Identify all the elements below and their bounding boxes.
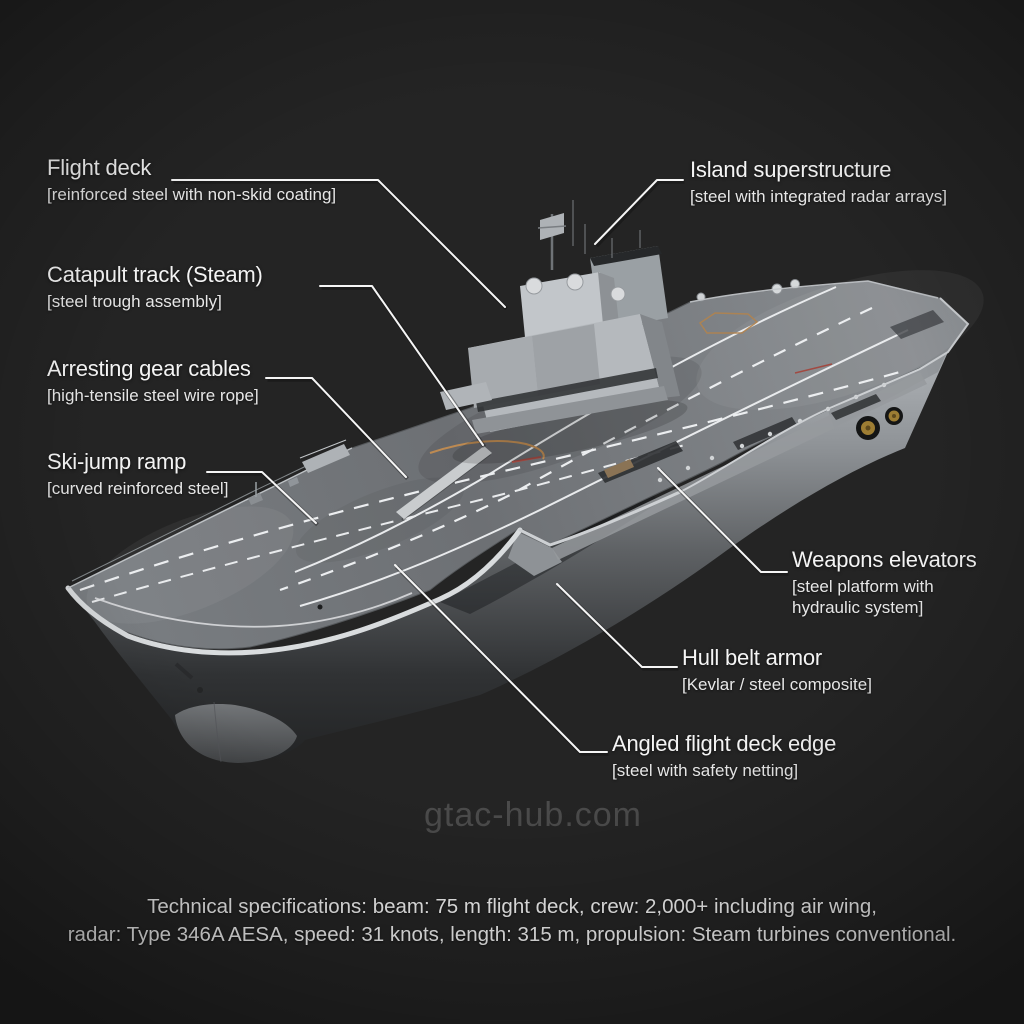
callout-ski-jump: Ski-jump ramp [curved reinforced steel] — [47, 449, 387, 499]
technical-specifications: Technical specifications: beam: 75 m fli… — [0, 893, 1024, 949]
bulbous-bow — [175, 704, 297, 763]
radome — [566, 273, 584, 291]
callout-flight-deck-subtitle: [reinforced steel with non-skid coating] — [47, 184, 337, 204]
callout-hull-belt-armor-subtitle: [Kevlar / steel composite] — [682, 674, 872, 694]
callout-angled-deck-edge: Angled flight deck edge [steel with safe… — [612, 731, 932, 781]
bulb-seam — [213, 701, 222, 763]
callout-weapons-elevators: Weapons elevators [steel platform with h… — [792, 547, 977, 618]
deck-highlight-stern — [696, 270, 984, 410]
callout-island-subtitle: [steel with integrated radar arrays] — [690, 186, 948, 206]
edge-crane — [248, 493, 263, 505]
callout-arresting-gear: Arresting gear cables [high-tensile stee… — [47, 356, 387, 406]
gallery-walkway — [552, 372, 927, 560]
radome — [610, 286, 626, 302]
deck-edge-equipment — [317, 279, 944, 610]
anchor-recess — [174, 662, 194, 680]
ramp-sponson — [302, 444, 350, 473]
callout-arresting-gear-subtitle: [high-tensile steel wire rope] — [47, 385, 259, 405]
hull-side — [68, 352, 948, 763]
callout-angled-deck-edge-title: Angled flight deck edge — [612, 731, 837, 756]
red-deck-mark — [511, 456, 542, 463]
landing-strip-near-line — [299, 329, 909, 607]
callout-hull-belt-armor: Hull belt armor [Kevlar / steel composit… — [682, 645, 982, 695]
weapons-elevator-strip — [733, 417, 797, 450]
leader-catapult-track — [319, 285, 484, 446]
funnel-intake-grid — [590, 246, 662, 266]
callout-ski-jump-subtitle: [curved reinforced steel] — [47, 478, 229, 498]
mast-crossbar — [537, 225, 567, 229]
deck-highlight-ramp — [86, 506, 294, 624]
callout-arresting-gear-title: Arresting gear cables — [47, 356, 251, 381]
watermark: gtac-hub.com — [424, 796, 642, 834]
landing-strip-far-line — [294, 286, 837, 573]
callout-catapult-track-title: Catapult track (Steam) — [47, 262, 263, 287]
radar-face — [532, 324, 600, 396]
deck-tractor — [317, 604, 323, 610]
callout-catapult-track: Catapult track (Steam) [steel trough ass… — [47, 262, 387, 312]
ridge-top — [396, 446, 492, 519]
specs-line-2: radar: Type 346A AESA, speed: 31 knots, … — [67, 923, 957, 946]
callout-flight-deck: Flight deck [reinforced steel with non-s… — [47, 155, 387, 205]
angled-corner-edge — [518, 490, 682, 547]
boat-deck-sponson — [508, 532, 562, 576]
axial-dashed-line — [91, 444, 686, 603]
callout-ski-jump-title: Ski-jump ramp — [47, 449, 187, 474]
ramp-sponson-rail — [299, 439, 347, 459]
mushroom-dome — [790, 279, 800, 289]
aft-deck-edge — [679, 297, 970, 493]
stern-deck-cut — [890, 310, 944, 339]
pallet-patch — [604, 459, 634, 478]
leader-flight-deck — [171, 179, 506, 308]
callout-island: Island superstructure [steel with integr… — [690, 157, 1000, 207]
elevator-outline — [698, 312, 759, 334]
callout-weapons-elevators-title: Weapons elevators — [792, 547, 977, 572]
leader-weapons-elevators — [657, 467, 788, 573]
leader-island — [594, 179, 684, 245]
island-safety-line — [429, 440, 545, 460]
leader-angled-deck-edge — [394, 564, 608, 753]
red-deck-mark — [794, 363, 833, 374]
propeller-hub — [892, 414, 896, 418]
callout-catapult-track-subtitle: [steel trough assembly] — [47, 291, 222, 311]
leader-hull-belt-armor — [556, 583, 678, 668]
landing-strip-centerline — [279, 307, 873, 592]
bridge-block-side — [640, 314, 680, 398]
leader-ski-jump — [206, 471, 317, 524]
far-edge-aft — [689, 280, 939, 303]
island-superstructure — [440, 200, 688, 464]
window-band — [476, 368, 658, 412]
hawse-hole — [197, 687, 203, 693]
island-shadow — [452, 400, 688, 464]
axial-dashed-line — [79, 370, 901, 592]
catapult-track-ridge — [396, 446, 492, 521]
weapons-elevator-strip — [831, 394, 881, 420]
ramp-top-fittings — [248, 439, 350, 505]
propeller-hub — [865, 425, 871, 431]
bow-foul-line — [94, 592, 413, 628]
radome — [525, 277, 543, 295]
edge-box — [288, 477, 299, 487]
callout-island-title: Island superstructure — [690, 157, 892, 182]
deck-markings — [79, 286, 909, 628]
callout-weapons-elevators-subtitle: [steel platform with hydraulic system] — [792, 576, 934, 617]
bow-bulwark-lip — [65, 527, 523, 656]
callout-hull-belt-armor-title: Hull belt armor — [682, 645, 823, 670]
callout-angled-deck-edge-subtitle: [steel with safety netting] — [612, 760, 799, 780]
specs-line-1: Technical specifications: beam: 75 m fli… — [147, 895, 877, 918]
leader-arresting-gear — [265, 377, 407, 478]
island-base-band — [472, 386, 668, 434]
callout-flight-deck-title: Flight deck — [47, 155, 152, 180]
